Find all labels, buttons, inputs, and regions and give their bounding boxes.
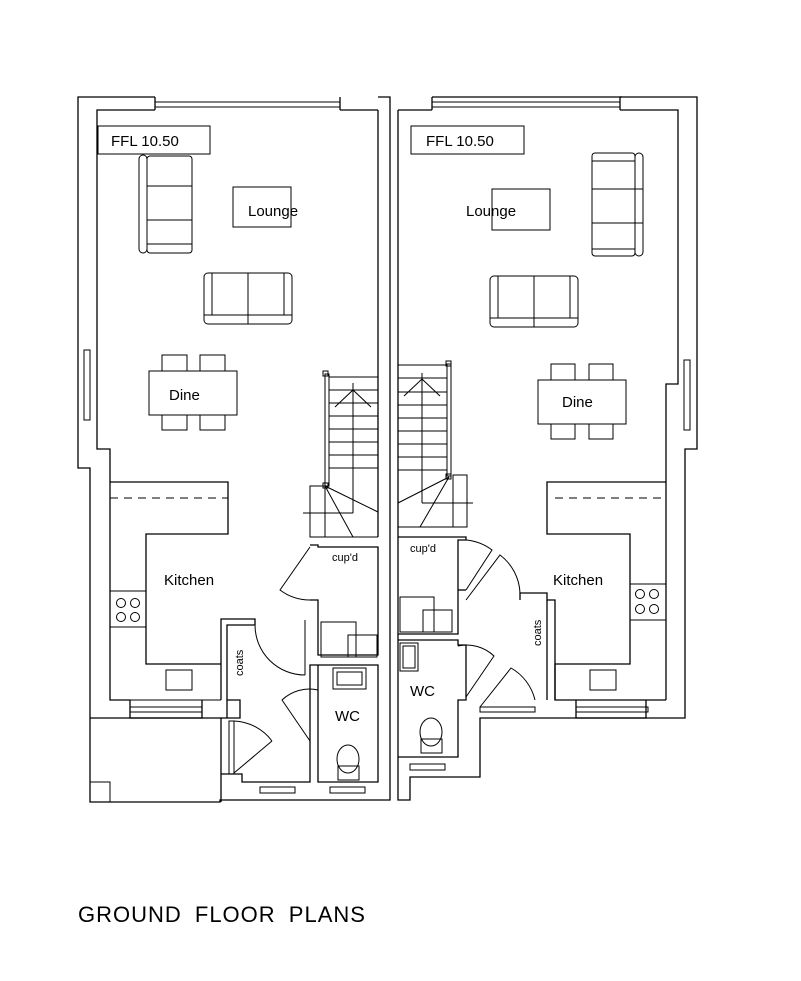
left-wc-label: WC: [335, 708, 360, 725]
right-dining-table: [537, 363, 627, 440]
left-outer-wall: [77, 96, 391, 803]
right-dine-label: Dine: [562, 394, 593, 411]
left-staircase: [303, 370, 379, 538]
right-ffl-label: FFL 10.50: [426, 133, 494, 150]
left-dining-table: [148, 354, 238, 431]
left-top-window: [154, 101, 341, 108]
right-sofa-3-seat: [591, 152, 644, 257]
left-hob: [116, 598, 140, 622]
left-cupboard-label: cup'd: [332, 552, 358, 564]
right-kitchen-label: Kitchen: [553, 572, 603, 589]
left-dine-label: Dine: [169, 387, 200, 404]
left-ffl-box: [97, 125, 211, 155]
right-wc-label: WC: [410, 683, 435, 700]
left-kitchen-label: Kitchen: [164, 572, 214, 589]
left-hall-window: [259, 786, 296, 794]
right-hob: [635, 589, 659, 614]
right-front-door: [479, 706, 536, 713]
right-kitchen-window: [575, 706, 649, 713]
left-kitchen-units: [110, 481, 229, 701]
right-coffee-table: [491, 188, 551, 231]
left-unit: FFL 10.50 Lounge Dine: [77, 96, 622, 803]
right-wc-window: [409, 763, 446, 771]
left-sofa-3-seat: [138, 154, 193, 254]
right-ffl-box: [410, 125, 525, 155]
left-toilet: [336, 744, 360, 781]
left-coats-label: coats: [234, 649, 246, 676]
left-ffl-label: FFL 10.50: [111, 133, 179, 150]
right-outer-wall: [397, 96, 698, 801]
right-unit: FFL 10.50 Lounge Dine: [397, 96, 698, 801]
right-coats-label: coats: [532, 619, 544, 646]
left-kitchen-window: [129, 706, 203, 713]
right-cupboard-label: cup'd: [410, 543, 436, 555]
right-staircase: [397, 360, 473, 528]
left-sofa-2-seat: [203, 272, 293, 325]
right-kitchen-units: [546, 481, 666, 701]
left-coffee-table: [232, 186, 292, 228]
drawing-title: GROUND FLOOR PLANS: [78, 902, 366, 927]
left-side-window: [83, 349, 91, 421]
right-lounge-label: Lounge: [466, 203, 516, 220]
left-wc-window: [329, 786, 366, 794]
left-lounge-label: Lounge: [248, 203, 298, 220]
right-side-window: [683, 359, 691, 431]
right-toilet: [419, 717, 443, 754]
right-top-window: [431, 101, 621, 108]
right-sofa-2-seat: [489, 275, 579, 328]
left-front-door: [228, 720, 235, 775]
